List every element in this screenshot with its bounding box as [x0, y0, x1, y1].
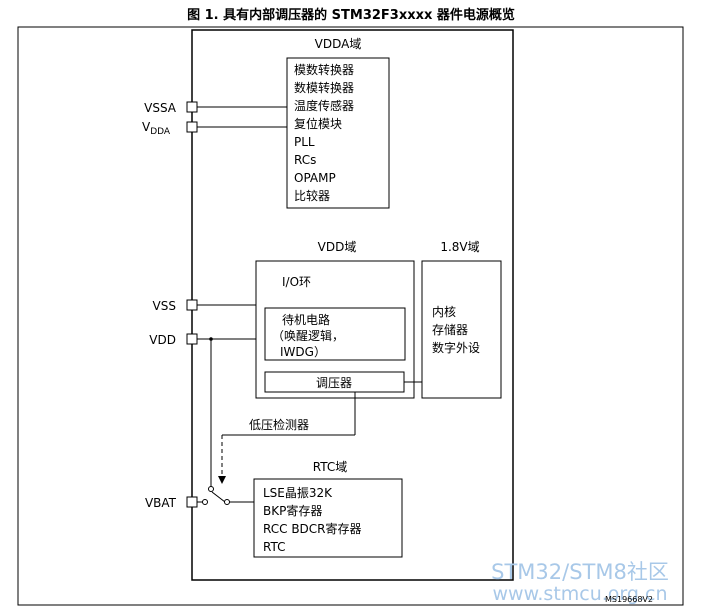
vdd-pin-label: VDD — [149, 333, 176, 347]
vdda-item: 温度传感器 — [294, 98, 354, 113]
vdda-item: 模数转换器 — [294, 62, 354, 77]
vssa-pin-label: VSSA — [144, 101, 177, 115]
vss-pin-label: VSS — [153, 299, 176, 313]
rtc-item: BKP寄存器 — [263, 503, 322, 518]
figure-title: 图 1. 具有内部调压器的 STM32F3xxxx 器件电源概览 — [187, 7, 515, 23]
low-voltage-detector-label: 低压检测器 — [249, 417, 309, 432]
vdda-item: 数模转换器 — [294, 80, 354, 95]
standby-circuit-box — [264, 307, 406, 361]
vdd-pin — [186, 333, 198, 345]
vdda-pin — [186, 121, 198, 133]
figure-id: MS19668V2 — [605, 595, 653, 604]
vdda-domain-box — [286, 57, 390, 209]
vbat-pin-label: VBAT — [145, 496, 177, 510]
vdda-item: PLL — [294, 135, 315, 149]
rtc-item: LSE晶振32K — [263, 486, 333, 500]
switch-contact-common — [224, 499, 230, 505]
standby-line: IWDG） — [280, 345, 326, 359]
vdda-item: RCs — [294, 153, 316, 167]
watermark-line1: STM32/STM8社区 — [491, 560, 669, 584]
core-domain-label: 1.8V域 — [440, 240, 479, 254]
power-switch-blade — [211, 491, 226, 503]
rtc-item: RCC BDCR寄存器 — [263, 521, 362, 536]
standby-line: 待机电路 — [282, 312, 330, 327]
detector-arrow-icon — [218, 476, 226, 484]
vdda-pin-label: VDDA — [142, 120, 171, 137]
switch-contact-vdd — [208, 486, 214, 492]
vssa-pin — [186, 101, 198, 113]
io-ring-label: I/O环 — [282, 275, 311, 289]
standby-line: （唤醒逻辑， — [272, 329, 344, 343]
vss-pin — [186, 299, 198, 311]
vdda-domain-label: VDDA域 — [315, 37, 362, 51]
core-item: 存储器 — [432, 322, 468, 337]
vdd-domain-label: VDD域 — [318, 240, 357, 254]
rtc-domain-box — [253, 478, 403, 558]
figure-frame — [17, 26, 684, 606]
core-item: 内核 — [432, 305, 456, 319]
vdda-item: 复位模块 — [294, 116, 342, 131]
vdda-item: OPAMP — [294, 171, 336, 185]
vdda-item: 比较器 — [294, 188, 330, 203]
switch-contact-vbat — [202, 499, 208, 505]
core-domain-box — [421, 260, 502, 399]
rtc-item: RTC — [263, 540, 285, 554]
vdd-domain-box — [255, 260, 415, 399]
vdda-item-list: 模数转换器 数模转换器 温度传感器 复位模块 PLL RCs OPAMP 比较器 — [294, 62, 354, 203]
watermark-line2: www.stmcu.org.cn — [493, 583, 668, 605]
rtc-domain-label: RTC域 — [313, 460, 347, 474]
core-item: 数字外设 — [432, 340, 480, 355]
vbat-pin — [186, 496, 198, 508]
regulator-label: 调压器 — [316, 376, 352, 390]
